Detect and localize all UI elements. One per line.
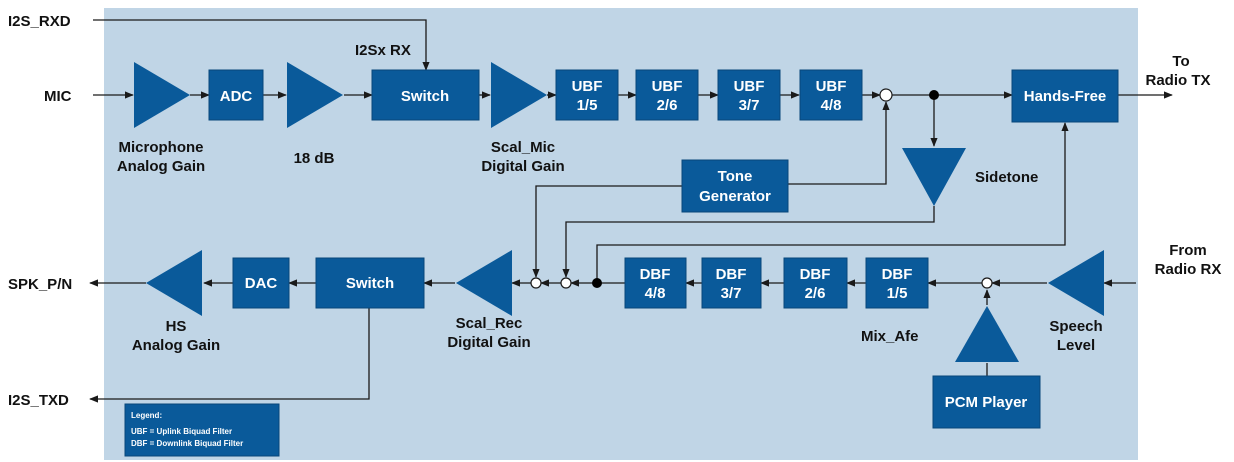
- i2s-rxd-label: I2S_RXD: [8, 13, 71, 30]
- scal-rec-label-top: Scal_Rec: [456, 315, 523, 332]
- mix-afe-amp: [955, 306, 1019, 362]
- hs-gain-label-bottom: Analog Gain: [132, 337, 220, 354]
- ubf-2-6-label-bottom: 2/6: [657, 97, 678, 114]
- ubf-2-6-label-top: UBF: [652, 78, 683, 95]
- tone-generator-label-bottom: Generator: [699, 188, 771, 205]
- ubf-chain: UBF 1/5 UBF 2/6 UBF 3/7 UBF 4/8: [555, 69, 863, 121]
- tone-sum-node: [530, 277, 542, 289]
- downlink-switch-label: Switch: [346, 275, 394, 292]
- from-radio-rx-label-bottom: Radio RX: [1155, 261, 1222, 278]
- dac-label: DAC: [245, 275, 278, 292]
- ubf-3-7-label-top: UBF: [734, 78, 765, 95]
- tone-generator-block: [681, 159, 789, 213]
- legend-dbf: DBF = Downlink Biquad Filter: [131, 439, 243, 448]
- scal-mic-label-bottom: Digital Gain: [481, 158, 564, 175]
- to-radio-tx-label-top: To: [1172, 53, 1189, 70]
- mic-gain-label-bottom: Analog Gain: [117, 158, 205, 175]
- downlink-switch-block: [315, 257, 425, 309]
- dbf-4-8-block: [624, 257, 687, 309]
- ubf-3-7-label-bottom: 3/7: [739, 97, 760, 114]
- mix-afe-label: Mix_Afe: [861, 328, 919, 345]
- dbf-3-7-label-top: DBF: [716, 266, 747, 283]
- uplink-switch-label: Switch: [401, 88, 449, 105]
- scal-mic-amp: [491, 62, 547, 128]
- signal-wires: [89, 19, 1173, 403]
- dbf-1-5-block: [865, 257, 929, 309]
- hands-free-label: Hands-Free: [1024, 88, 1107, 105]
- i2sx-rx-label: I2Sx RX: [355, 42, 411, 59]
- adc-block: [208, 69, 264, 121]
- ubf-1-5-block: [555, 69, 619, 121]
- scal-mic-label-top: Scal_Mic: [491, 139, 555, 156]
- hs-gain-amp: [146, 250, 202, 316]
- adc-label: ADC: [220, 88, 253, 105]
- legend-title: Legend:: [131, 411, 162, 420]
- from-radio-rx-label-top: From: [1169, 242, 1207, 259]
- uplink-junction-dot: [929, 90, 939, 100]
- gain-18db-amp: [287, 62, 343, 128]
- ubf-2-6-block: [635, 69, 699, 121]
- dbf-2-6-label-bottom: 2/6: [805, 285, 826, 302]
- pcm-player-label: PCM Player: [945, 394, 1028, 411]
- downlink-junction-dot: [592, 278, 602, 288]
- dbf-4-8-label-top: DBF: [640, 266, 671, 283]
- mic-gain-label-top: Microphone: [119, 139, 204, 156]
- ubf-1-5-label-bottom: 1/5: [577, 97, 598, 114]
- spk-label: SPK_P/N: [8, 276, 72, 293]
- ubf-4-8-block: [799, 69, 863, 121]
- scal-rec-label-bottom: Digital Gain: [447, 334, 530, 351]
- dbf-2-6-block: [783, 257, 848, 309]
- dbf-4-8-label-bottom: 4/8: [645, 285, 666, 302]
- sidetone-sum-node: [560, 277, 572, 289]
- dbf-3-7-label-bottom: 3/7: [721, 285, 742, 302]
- dbf-chain: DBF 4/8 DBF 3/7 DBF 2/6 DBF 1/5: [624, 257, 929, 309]
- gain-18db-label: 18 dB: [294, 150, 335, 167]
- dac-block: [232, 257, 290, 309]
- tone-generator-label-top: Tone: [718, 168, 753, 185]
- legend-box: [124, 403, 280, 457]
- dbf-3-7-block: [701, 257, 762, 309]
- i2s-txd-label: I2S_TXD: [8, 392, 69, 409]
- dbf-1-5-label-top: DBF: [882, 266, 913, 283]
- microphone-gain-amp: [134, 62, 190, 128]
- mic-label: MIC: [44, 88, 72, 105]
- sidetone-amp: [902, 148, 966, 206]
- mix-afe-node: [981, 277, 993, 289]
- dbf-1-5-label-bottom: 1/5: [887, 285, 908, 302]
- dbf-2-6-label-top: DBF: [800, 266, 831, 283]
- to-radio-tx-label-bottom: Radio TX: [1145, 72, 1210, 89]
- uplink-sum-node: [879, 88, 893, 102]
- pcm-player-block: [932, 375, 1041, 429]
- speech-level-label-bottom: Level: [1057, 337, 1095, 354]
- sidetone-label: Sidetone: [975, 169, 1038, 186]
- hands-free-block: [1011, 69, 1119, 123]
- ubf-1-5-label-top: UBF: [572, 78, 603, 95]
- legend-ubf: UBF = Uplink Biquad Filter: [131, 427, 232, 436]
- uplink-switch-block: [371, 69, 480, 121]
- ubf-4-8-label-bottom: 4/8: [821, 97, 842, 114]
- speech-level-label-top: Speech: [1049, 318, 1102, 335]
- ubf-4-8-label-top: UBF: [816, 78, 847, 95]
- ubf-3-7-block: [717, 69, 781, 121]
- speech-level-amp: [1048, 250, 1104, 316]
- scal-rec-amp: [456, 250, 512, 316]
- hs-gain-label-top: HS: [166, 318, 187, 335]
